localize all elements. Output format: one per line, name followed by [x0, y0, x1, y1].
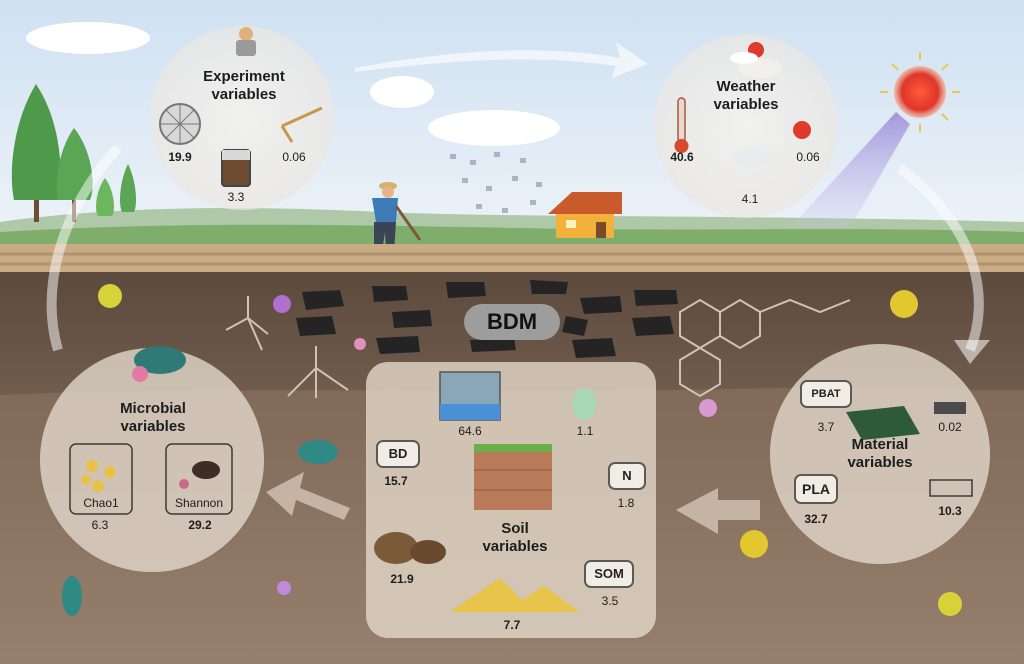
weather-value-temperature: 40.6	[670, 150, 694, 164]
thickness-icon	[929, 479, 973, 497]
bacteria-cluster-icon	[132, 346, 186, 382]
weather-value-uv: 0.06	[796, 150, 820, 164]
film-roll-icon	[846, 406, 920, 440]
weather-title-line1: Weather	[716, 78, 776, 95]
soil-title-line2: variables	[482, 538, 548, 555]
soil-profile-icon	[474, 444, 552, 510]
material-title-line2: variables	[847, 454, 913, 471]
weather-title-line2: variables	[713, 96, 779, 113]
material-title-line1: Material	[851, 436, 909, 453]
material-film-value: 0.02	[938, 420, 962, 434]
weather-title: Weather variables	[696, 78, 796, 114]
soil-som-box: SOM	[584, 560, 634, 588]
trees	[11, 84, 136, 222]
experiment-circle	[150, 26, 334, 210]
sun	[894, 66, 946, 118]
film-piece-icon	[934, 402, 966, 414]
chao1-label: Chao1	[83, 496, 119, 510]
material-pla-box: PLA	[794, 474, 838, 504]
sand-icon	[450, 578, 580, 612]
chao1-icon	[69, 443, 133, 515]
shannon-icon	[165, 443, 233, 515]
rain-drops	[450, 152, 542, 213]
ph-icon	[572, 388, 596, 420]
uv-icon	[793, 121, 811, 139]
material-pbat-box: PBAT	[800, 380, 852, 408]
soil-ph-value: 1.1	[576, 424, 594, 438]
material-title: Material variables	[830, 436, 930, 472]
rain-cloud-icon	[732, 149, 772, 167]
soil-bd-value: 15.7	[384, 474, 408, 488]
sun-beam	[790, 112, 910, 228]
microbial-title-line2: variables	[120, 418, 186, 435]
chao1-value: 6.3	[91, 518, 109, 532]
microbial-title: Microbial variables	[100, 400, 206, 436]
material-pla-value: 32.7	[804, 512, 828, 526]
experiment-title: Experiment variables	[188, 68, 300, 104]
experiment-value-duration: 19.9	[168, 150, 192, 164]
microbial-circle	[40, 348, 264, 572]
arrow-to-soil	[676, 488, 760, 534]
shannon-value: 29.2	[188, 518, 212, 532]
clock-icon	[159, 103, 201, 145]
soil-depth-icon	[221, 149, 251, 187]
field	[0, 244, 1024, 274]
material-pbat-value: 3.7	[817, 420, 835, 434]
flow-arrow-right	[896, 164, 984, 352]
water-content-icon	[439, 371, 501, 421]
soil-sand-value: 7.7	[503, 618, 521, 632]
weather-circle	[654, 34, 838, 218]
flow-arrow-left	[46, 144, 122, 352]
sun-cloud-icon	[730, 42, 764, 64]
film-fragments	[296, 280, 678, 358]
soil-rock-value: 21.9	[390, 572, 414, 586]
soil-n-box: N	[608, 462, 646, 490]
shannon-label: Shannon	[174, 496, 224, 510]
sky-arrow	[355, 42, 648, 78]
experiment-value-slope: 0.06	[282, 150, 306, 164]
soil-n-value: 1.8	[617, 496, 635, 510]
weather-value-rain: 4.1	[741, 192, 759, 206]
house	[548, 192, 622, 238]
soil-title: Soil variables	[470, 520, 560, 556]
experiment-title-line1: Experiment	[203, 68, 285, 85]
material-thick-value: 10.3	[938, 504, 962, 518]
slope-icon	[280, 106, 323, 143]
arrow-to-microbial	[266, 472, 350, 520]
soil-som-value: 3.5	[601, 594, 619, 608]
bdm-label: BDM	[464, 304, 560, 340]
microbes	[62, 284, 962, 616]
soil-bd-box: BD	[376, 440, 420, 468]
rocks-icon	[374, 532, 446, 564]
clouds	[26, 22, 782, 146]
soil-title-line1: Soil	[501, 520, 529, 537]
molecule-left	[225, 296, 349, 398]
microbial-title-line1: Microbial	[120, 400, 186, 417]
thermometer-icon	[674, 97, 689, 153]
molecule-right	[679, 298, 851, 398]
experiment-title-line2: variables	[211, 86, 277, 103]
experiment-value-depth: 3.3	[227, 190, 245, 204]
person-icon	[236, 27, 256, 56]
soil-water-value: 64.6	[458, 424, 482, 438]
